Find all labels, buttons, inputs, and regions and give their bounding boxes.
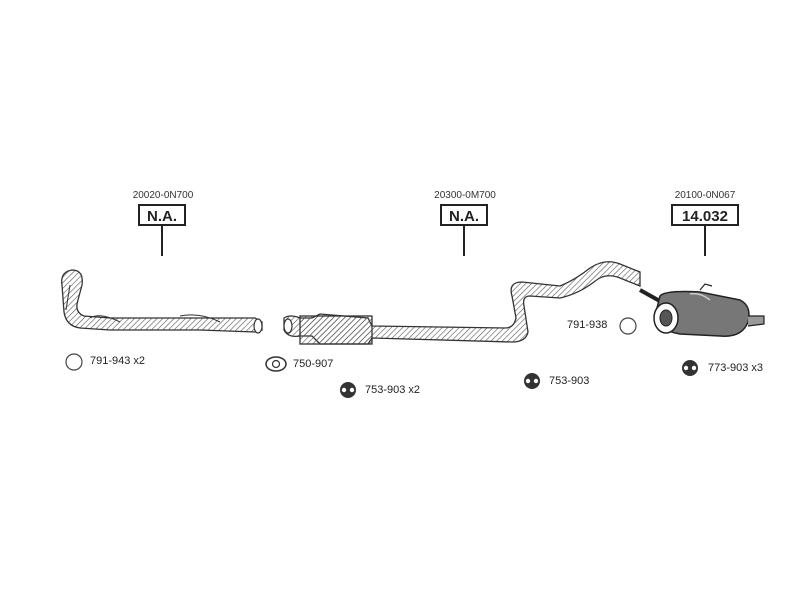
flange-gasket-icon <box>265 356 287 372</box>
accessory-label-753-903[interactable]: 753-903 <box>549 375 590 387</box>
accessory-label-750-907[interactable]: 750-907 <box>293 358 334 370</box>
section-1-oem-number: 20020-0N700 <box>132 190 194 201</box>
ring-gasket-icon <box>65 353 83 371</box>
ring-gasket-icon <box>619 317 637 335</box>
accessory-label-791-943[interactable]: 791-943 x2 <box>90 355 146 367</box>
front-pipe-section <box>61 269 263 334</box>
section-1-part-number[interactable]: N.A. <box>138 204 186 226</box>
rubber-hanger-icon <box>682 360 698 376</box>
accessory-label-773-903[interactable]: 773-903 x3 <box>708 362 764 374</box>
section-2-oem-number: 20300-0M700 <box>434 190 496 201</box>
section-1-leader-line <box>161 226 163 256</box>
center-pipe-section <box>283 261 641 345</box>
rubber-hanger-icon <box>340 382 356 398</box>
rubber-hanger-icon <box>524 373 540 389</box>
accessory-label-753-903-x2[interactable]: 753-903 x2 <box>365 384 421 396</box>
section-2-part-number[interactable]: N.A. <box>440 204 488 226</box>
section-2-leader-line <box>463 226 465 256</box>
accessory-label-791-938[interactable]: 791-938 <box>567 319 608 331</box>
section-3-part-number[interactable]: 14.032 <box>671 204 739 226</box>
rear-muffler-section <box>639 283 765 337</box>
section-3-oem-number: 20100-0N067 <box>674 190 736 201</box>
section-3-leader-line <box>704 226 706 256</box>
